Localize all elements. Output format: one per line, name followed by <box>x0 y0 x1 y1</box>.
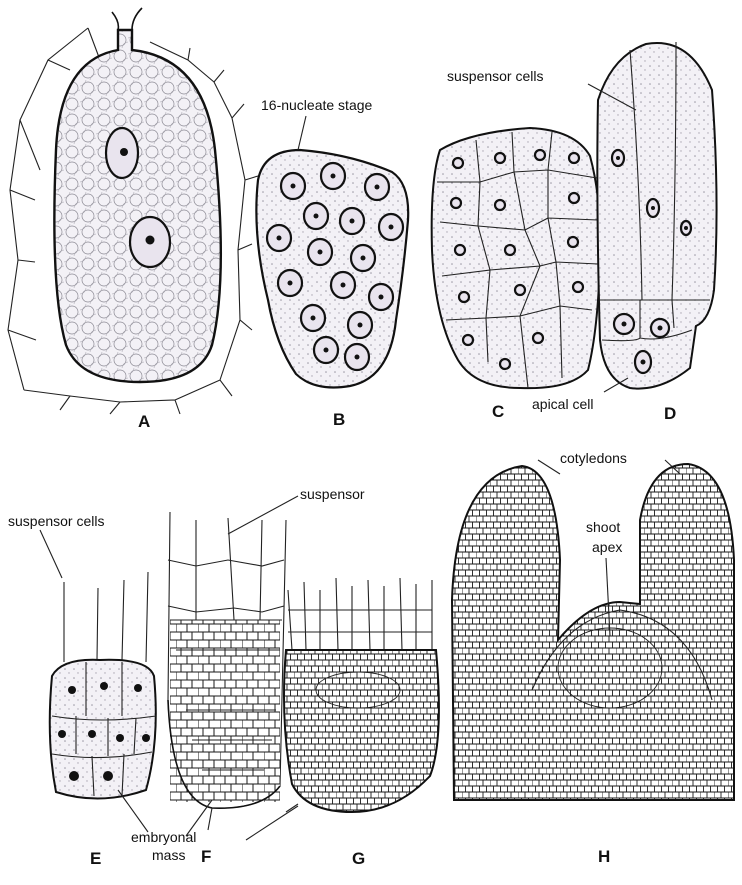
label-apex: apex <box>592 539 622 555</box>
label-mass: mass <box>152 847 185 863</box>
label-cotyledons: cotyledons <box>560 450 627 466</box>
label-embryonal: embryonal <box>131 829 196 845</box>
label-16-nucleate-stage: 16-nucleate stage <box>261 97 373 113</box>
panel-f-label: F <box>201 847 211 866</box>
label-apical-cell: apical cell <box>532 396 593 412</box>
panel-a-archegonium: A <box>8 8 258 431</box>
panel-a-label: A <box>138 412 150 431</box>
panel-b-label: B <box>333 410 345 429</box>
label-suspensor-cells-d: suspensor cells <box>447 68 544 84</box>
panel-h-label: H <box>598 847 610 866</box>
panel-b-16-nucleate-stage: 16-nucleate stage B <box>256 97 408 429</box>
panel-c-label: C <box>492 402 504 421</box>
panel-g-globular-embryo: G <box>284 578 439 868</box>
panel-c-cellular-proembryo: C <box>432 128 601 421</box>
panel-e-label: E <box>90 849 101 868</box>
panel-h-cotyledon-embryo: cotyledons shoot apex H <box>452 450 734 866</box>
panel-g-label: G <box>352 849 365 868</box>
label-suspensor-cells-e: suspensor cells <box>8 513 105 529</box>
label-shoot: shoot <box>586 519 620 535</box>
panel-d-label: D <box>664 404 676 423</box>
label-suspensor: suspensor <box>300 486 365 502</box>
panel-e-embryonal-mass: suspensor cells E <box>8 513 156 868</box>
